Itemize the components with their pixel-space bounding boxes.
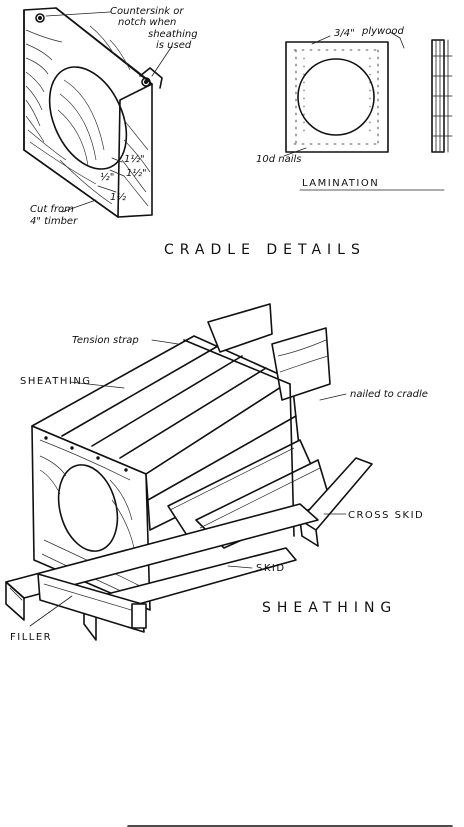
plywood-label: plywood xyxy=(361,26,404,37)
countersink-label-line-1: Countersink or xyxy=(110,6,184,17)
cradle-block-drawing xyxy=(23,7,173,218)
sheathing-label: SHEATHING xyxy=(20,376,92,387)
nails-label: 10d nails xyxy=(256,154,301,165)
lamination-edge-view xyxy=(431,39,453,153)
sheathing-crate-drawing xyxy=(5,303,373,641)
plywood-thickness-label: 3/4" xyxy=(334,28,355,39)
nailed-to-cradle-label: nailed to cradle xyxy=(350,389,428,400)
dimension-mark-4: 1½ xyxy=(110,191,126,203)
dimension-mark-3: ½" xyxy=(100,171,114,183)
lamination-plywood-drawing xyxy=(283,31,405,157)
cross-skid-label: CROSS SKID xyxy=(348,510,424,521)
tension-strap-label: Tension strap xyxy=(72,335,139,346)
countersink-label-line-4: is used xyxy=(156,40,192,51)
skid-label: SKID xyxy=(256,563,286,574)
dimension-mark-1: 1½" xyxy=(124,153,145,165)
countersink-label-line-3: sheathing xyxy=(148,29,198,40)
cut-from-label-line-1: Cut from xyxy=(30,204,74,215)
lamination-caption: LAMINATION xyxy=(302,178,379,189)
cradle-details-caption: CRADLE DETAILS xyxy=(164,242,366,258)
filler-label: FILLER xyxy=(10,632,52,643)
sheathing-caption: SHEATHING xyxy=(262,600,397,616)
cut-from-label-line-2: 4" timber xyxy=(30,216,78,227)
dimension-mark-2: 1½" xyxy=(126,167,147,179)
countersink-label-line-2: notch when xyxy=(118,17,176,28)
